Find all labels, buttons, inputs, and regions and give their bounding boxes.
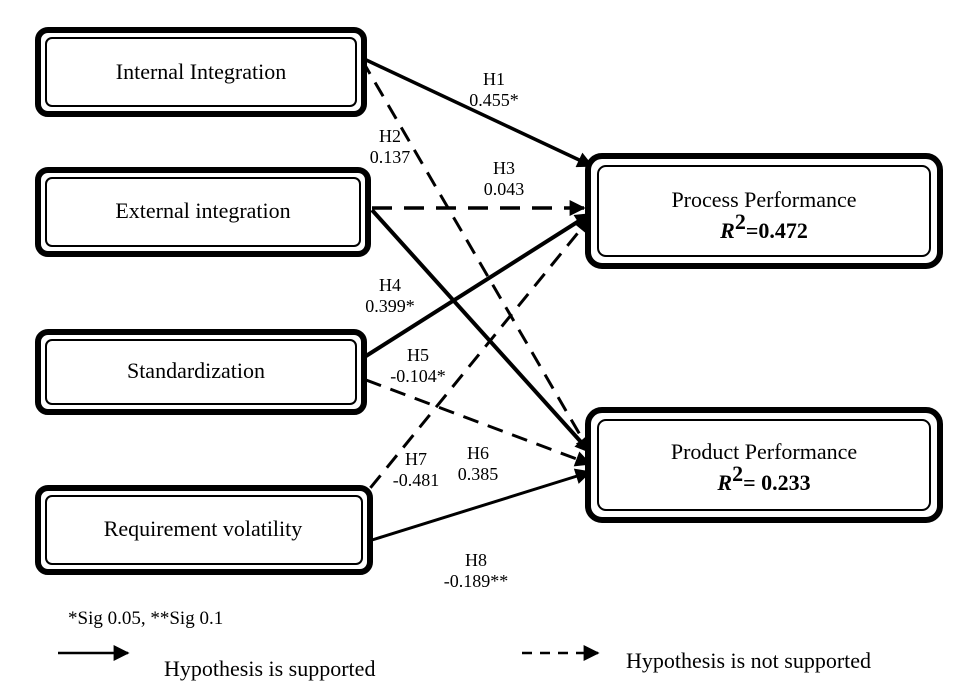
node-requirement-volatility: Requirement volatility xyxy=(35,485,373,575)
r2-exponent: 2 xyxy=(735,209,746,234)
edge-h6 xyxy=(365,378,592,467)
r2-product: R2= 0.233 xyxy=(716,461,810,495)
r2-value: = 0.233 xyxy=(743,470,811,495)
edge-label-h3-id: H3 xyxy=(493,158,515,178)
edge-label-h7-value: -0.481 xyxy=(393,470,440,490)
edge-labels: H1 0.455* H2 0.137 H3 0.043 H4 0.399* H5… xyxy=(365,69,524,591)
node-standardization: Standardization xyxy=(35,329,367,415)
node-internal-integration: Internal Integration xyxy=(35,27,367,117)
node-label: External integration xyxy=(115,198,290,223)
edge-label-h4-id: H4 xyxy=(379,275,401,295)
node-external-integration: External integration xyxy=(35,167,371,257)
node-label: Internal Integration xyxy=(116,59,286,84)
edge-h4 xyxy=(364,212,592,358)
edge-label-h3-value: 0.043 xyxy=(484,179,525,199)
edge-label-h8-value: -0.189** xyxy=(444,571,509,591)
legend-supported-label: Hypothesis is supported xyxy=(164,656,375,681)
r2-symbol: R xyxy=(719,218,735,243)
node-product-performance: Product Performance R2= 0.233 xyxy=(585,407,943,523)
edge-label-h5-value: -0.104* xyxy=(390,366,446,386)
r2-exponent: 2 xyxy=(732,461,743,486)
edge-label-h6-value: 0.385 xyxy=(458,464,499,484)
node-process-performance: Process Performance R2=0.472 xyxy=(585,153,943,269)
edge-label-h4-value: 0.399* xyxy=(365,296,415,316)
edge-label-h1-value: 0.455* xyxy=(469,90,519,110)
legend: Hypothesis is supported Hypothesis is no… xyxy=(58,645,871,681)
edge-h8 xyxy=(371,468,592,542)
edge-label-h5-id: H5 xyxy=(407,345,429,365)
edge-label-h2-value: 0.137 xyxy=(370,147,411,167)
node-label: Requirement volatility xyxy=(104,516,303,541)
edges xyxy=(352,56,594,542)
edge-label-h2-id: H2 xyxy=(379,126,401,146)
edge-label-h7-id: H7 xyxy=(405,449,427,469)
edge-label-h6-id: H6 xyxy=(467,443,489,463)
edge-label-h1-id: H1 xyxy=(483,69,505,89)
significance-footnote: *Sig 0.05, **Sig 0.1 xyxy=(68,608,223,629)
r2-symbol: R xyxy=(716,470,732,495)
r2-process: R2=0.472 xyxy=(719,209,808,243)
legend-not-supported-label: Hypothesis is not supported xyxy=(626,648,871,673)
edge-h5 xyxy=(370,208,592,454)
edge-h2 xyxy=(360,59,592,454)
edge-h1 xyxy=(361,56,594,168)
edge-h7 xyxy=(352,216,592,509)
r2-value: =0.472 xyxy=(746,218,808,243)
node-label: Standardization xyxy=(127,358,265,383)
edge-label-h8-id: H8 xyxy=(465,550,487,570)
node-label: Product Performance xyxy=(671,439,857,464)
node-label: Process Performance xyxy=(671,187,856,212)
